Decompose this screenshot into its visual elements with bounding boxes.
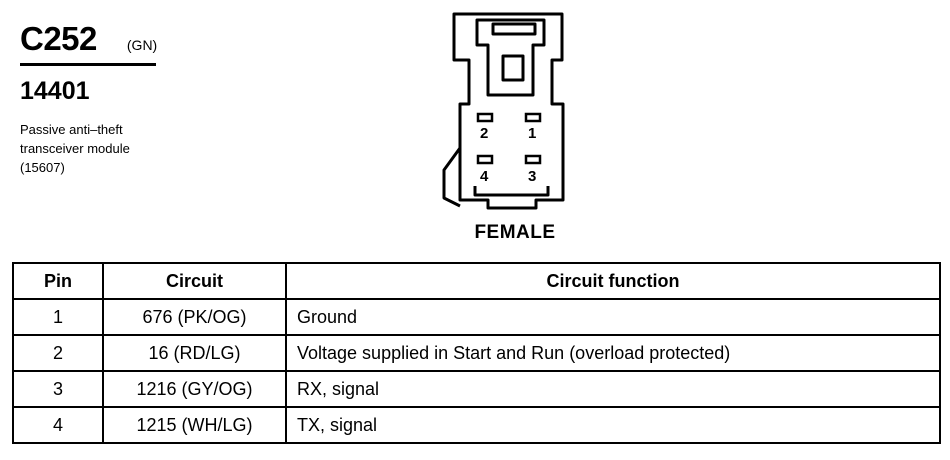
header-pin: Pin xyxy=(12,262,104,300)
part-number: 14401 xyxy=(20,77,90,105)
side-clip xyxy=(442,147,462,208)
table-row: 1 676 (PK/OG) Ground xyxy=(12,298,941,336)
latch-window xyxy=(501,54,525,82)
pin-cavity-2 xyxy=(476,112,494,123)
cell-pin: 3 xyxy=(12,370,104,408)
cell-pin: 2 xyxy=(12,334,104,372)
table-row: 2 16 (RD/LG) Voltage supplied in Start a… xyxy=(12,334,941,372)
pin-cavity-1 xyxy=(524,112,542,123)
description-line-1: Passive anti–theft xyxy=(20,122,123,137)
cell-pin: 1 xyxy=(12,298,104,336)
module-description: Passive anti–theft transceiver module (1… xyxy=(20,120,320,177)
bottom-key xyxy=(473,186,550,197)
cell-circuit: 1216 (GY/OG) xyxy=(102,370,287,408)
cell-circuit: 1215 (WH/LG) xyxy=(102,406,287,444)
latch-frame xyxy=(475,18,546,97)
table-row: 3 1216 (GY/OG) RX, signal xyxy=(12,370,941,408)
pinout-table: Pin Circuit Circuit function 1 676 (PK/O… xyxy=(12,262,941,444)
connector-id: C252 xyxy=(20,20,97,57)
connector-header: C252 (GN) 14401 Passive anti–theft trans… xyxy=(20,22,320,177)
connector-id-row: C252 (GN) xyxy=(20,22,320,55)
description-line-2: transceiver module xyxy=(20,141,130,156)
cell-function: TX, signal xyxy=(285,406,941,444)
connector-color-code: (GN) xyxy=(126,37,158,53)
pin-label-2: 2 xyxy=(480,125,488,142)
connector-gender-label: FEMALE xyxy=(474,222,556,243)
table-row: 4 1215 (WH/LG) TX, signal xyxy=(12,406,941,444)
pin-label-4: 4 xyxy=(480,168,489,185)
latch-bar xyxy=(491,22,537,36)
pin-cavity-4 xyxy=(476,154,494,165)
connector-body-outline xyxy=(452,12,565,210)
cell-function: RX, signal xyxy=(285,370,941,408)
cell-function: Ground xyxy=(285,298,941,336)
cell-function: Voltage supplied in Start and Run (overl… xyxy=(285,334,941,372)
header-circuit-function: Circuit function xyxy=(285,262,941,300)
description-line-3: (15607) xyxy=(20,160,65,175)
table-header-row: Pin Circuit Circuit function xyxy=(12,262,941,300)
header-circuit: Circuit xyxy=(102,262,287,300)
pin-label-1: 1 xyxy=(528,125,536,142)
cell-pin: 4 xyxy=(12,406,104,444)
header-rule xyxy=(20,63,156,66)
connector-face-diagram: 2 1 4 3 xyxy=(442,12,565,210)
cell-circuit: 676 (PK/OG) xyxy=(102,298,287,336)
pin-label-3: 3 xyxy=(528,168,536,185)
pin-cavity-3 xyxy=(524,154,542,165)
cell-circuit: 16 (RD/LG) xyxy=(102,334,287,372)
